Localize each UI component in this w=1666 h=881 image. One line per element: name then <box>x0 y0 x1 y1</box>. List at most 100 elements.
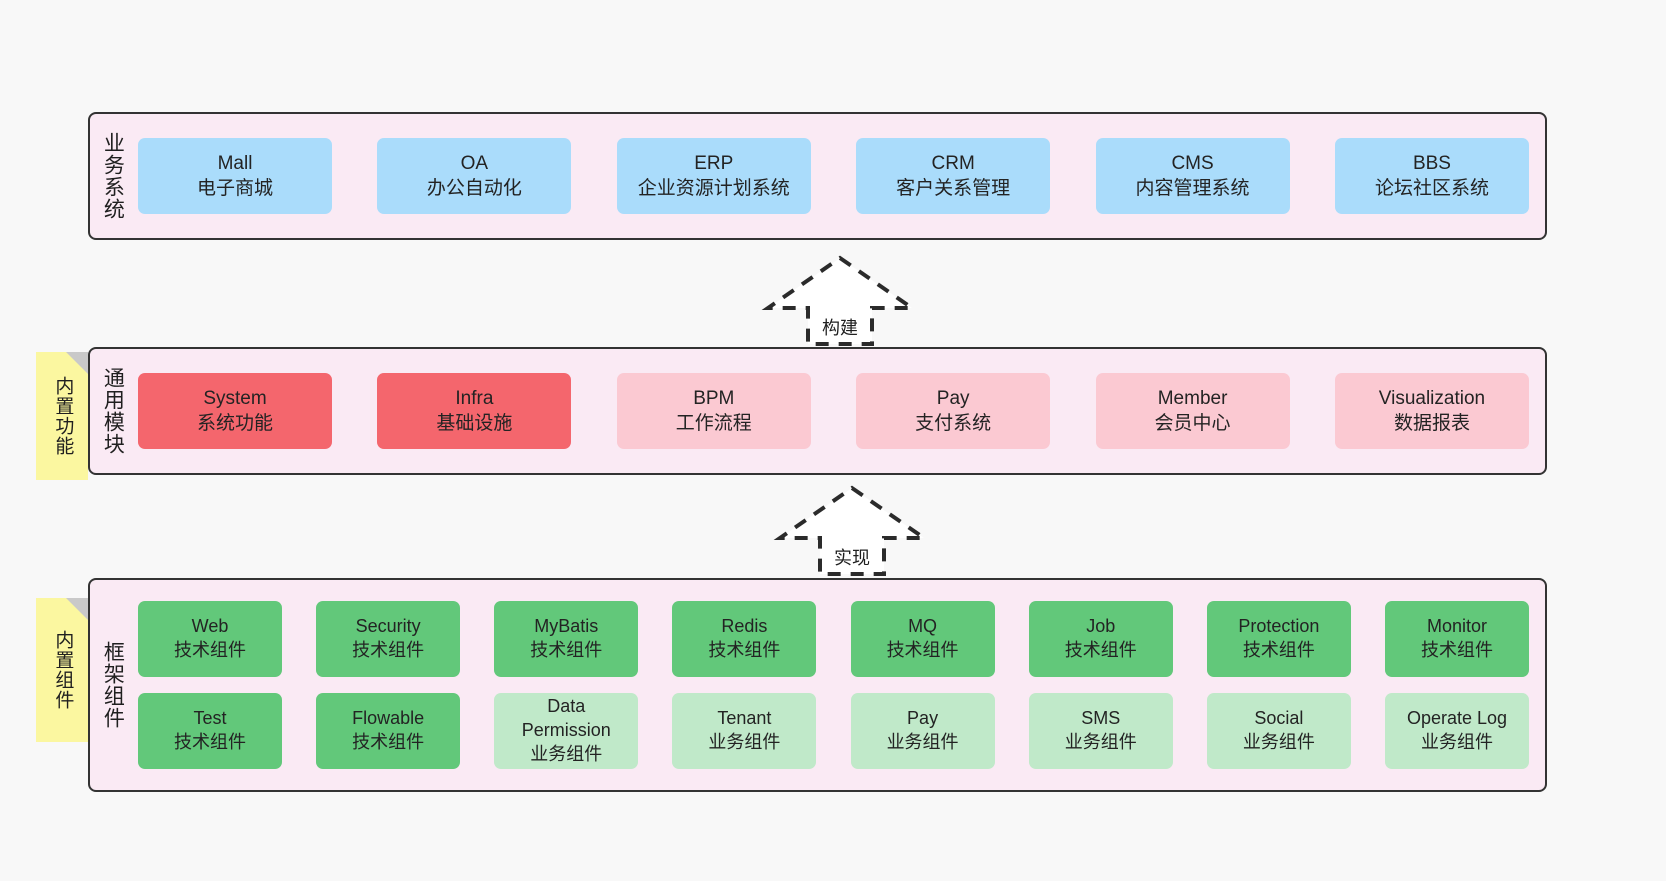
card-title: Test <box>193 708 227 729</box>
card-title: CRM <box>931 152 975 174</box>
card-title: System <box>203 387 267 409</box>
card-title: Operate Log <box>1406 708 1508 729</box>
card-subtitle: 办公自动化 <box>426 178 522 199</box>
layer-common-module: 通用模块 System 系统功能 Infra 基础设施 BPM 工作流程 Pay 支付系统 Me… <box>88 347 1547 475</box>
card-title: Member <box>1157 387 1228 409</box>
card-title: BPM <box>693 387 735 409</box>
card-title: Pay <box>936 387 970 409</box>
card-title: Redis <box>721 616 768 637</box>
card-title: Tenant <box>717 708 772 729</box>
card-subtitle: 系统功能 <box>196 413 273 434</box>
card-security[interactable]: Security 技术组件 <box>316 601 461 677</box>
card-subtitle: 业务组件 <box>1242 732 1315 752</box>
card-title: Monitor <box>1426 616 1487 637</box>
card-subtitle: 技术组件 <box>174 732 246 752</box>
note-builtin-feature-label: 内置功能 <box>52 376 74 456</box>
card-subtitle: 技术组件 <box>1420 640 1493 660</box>
note-builtin-component-label: 内置组件 <box>52 630 74 710</box>
card-sms[interactable]: SMS 业务组件 <box>1028 693 1173 769</box>
card-title: CMS <box>1171 152 1214 174</box>
card-web[interactable]: Web 技术组件 <box>138 601 282 677</box>
card-mq[interactable]: MQ 技术组件 <box>850 601 995 677</box>
card-title: Job <box>1086 616 1116 637</box>
card-title: ERP <box>694 152 734 174</box>
card-pay[interactable]: Pay 支付系统 <box>856 373 1051 449</box>
layer-title-business: 业务系统 <box>101 132 125 220</box>
card-title: BBS <box>1412 152 1451 174</box>
card-subtitle: 技术组件 <box>352 640 425 660</box>
card-system[interactable]: System 系统功能 <box>138 373 332 449</box>
card-crm[interactable]: CRM 客户关系管理 <box>856 138 1051 214</box>
card-title: OA <box>460 152 489 174</box>
arrow-build-label: 构建 <box>822 318 858 338</box>
card-subtitle: 技术组件 <box>530 640 603 660</box>
note-fold-icon <box>66 352 88 374</box>
layer-title-module: 通用模块 <box>101 367 125 455</box>
note-builtin-component: 内置组件 <box>36 598 88 742</box>
card-subtitle: 支付系统 <box>915 413 992 434</box>
card-title: Data Permission <box>521 696 611 741</box>
card-subtitle: 基础设施 <box>436 413 513 434</box>
card-mall[interactable]: Mall 电子商城 <box>138 138 332 214</box>
card-job[interactable]: Job 技术组件 <box>1028 601 1173 677</box>
card-subtitle: 业务组件 <box>886 732 959 752</box>
note-fold-icon <box>66 598 88 620</box>
card-subtitle: 业务组件 <box>530 743 603 764</box>
card-pay[interactable]: Pay 业务组件 <box>850 693 995 769</box>
card-protection[interactable]: Protection 技术组件 <box>1206 601 1351 677</box>
card-oa[interactable]: OA 办公自动化 <box>377 138 572 214</box>
card-subtitle: 工作流程 <box>675 413 752 434</box>
card-test[interactable]: Test 技术组件 <box>138 693 282 769</box>
layer-business-system: 业务系统 Mall 电子商城 OA 办公自动化 ERP 企业资源计划系统 CRM 客户关系管理… <box>88 112 1547 240</box>
note-builtin-feature: 内置功能 <box>36 352 88 480</box>
card-subtitle: 客户关系管理 <box>896 178 1011 199</box>
card-title: Security <box>355 616 421 637</box>
card-subtitle: 企业资源计划系统 <box>637 178 790 199</box>
card-redis[interactable]: Redis 技术组件 <box>672 601 817 677</box>
card-bpm[interactable]: BPM 工作流程 <box>616 373 811 449</box>
card-monitor[interactable]: Monitor 技术组件 <box>1384 601 1529 677</box>
card-title: Web <box>191 616 229 637</box>
card-subtitle: 电子商城 <box>196 178 273 199</box>
card-subtitle: 技术组件 <box>708 640 781 660</box>
card-erp[interactable]: ERP 企业资源计划系统 <box>616 138 811 214</box>
card-title: SMS <box>1081 708 1121 729</box>
card-title: Protection <box>1238 616 1320 637</box>
card-title: MQ <box>908 616 938 637</box>
arrow-implement: 实现 <box>772 482 932 578</box>
card-title: Mall <box>217 152 253 174</box>
card-subtitle: 技术组件 <box>352 732 425 752</box>
card-operate-log[interactable]: Operate Log 业务组件 <box>1384 693 1529 769</box>
card-title: MyBatis <box>534 616 599 637</box>
arrow-build: 构建 <box>760 252 920 348</box>
card-subtitle: 技术组件 <box>174 640 246 660</box>
card-flowable[interactable]: Flowable 技术组件 <box>316 693 461 769</box>
card-title: Social <box>1254 708 1304 729</box>
card-title: Flowable <box>352 708 425 729</box>
card-subtitle: 技术组件 <box>1242 640 1315 660</box>
card-title: Pay <box>907 708 939 729</box>
card-title: Visualization <box>1378 387 1486 409</box>
card-social[interactable]: Social 业务组件 <box>1206 693 1351 769</box>
card-title: Infra <box>455 387 494 409</box>
card-subtitle: 技术组件 <box>1064 640 1137 660</box>
card-infra[interactable]: Infra 基础设施 <box>377 373 572 449</box>
card-subtitle: 技术组件 <box>886 640 959 660</box>
card-subtitle: 业务组件 <box>1064 732 1137 752</box>
card-subtitle: 业务组件 <box>1420 732 1493 752</box>
card-mybatis[interactable]: MyBatis 技术组件 <box>494 601 639 677</box>
arrow-implement-label: 实现 <box>834 548 870 568</box>
